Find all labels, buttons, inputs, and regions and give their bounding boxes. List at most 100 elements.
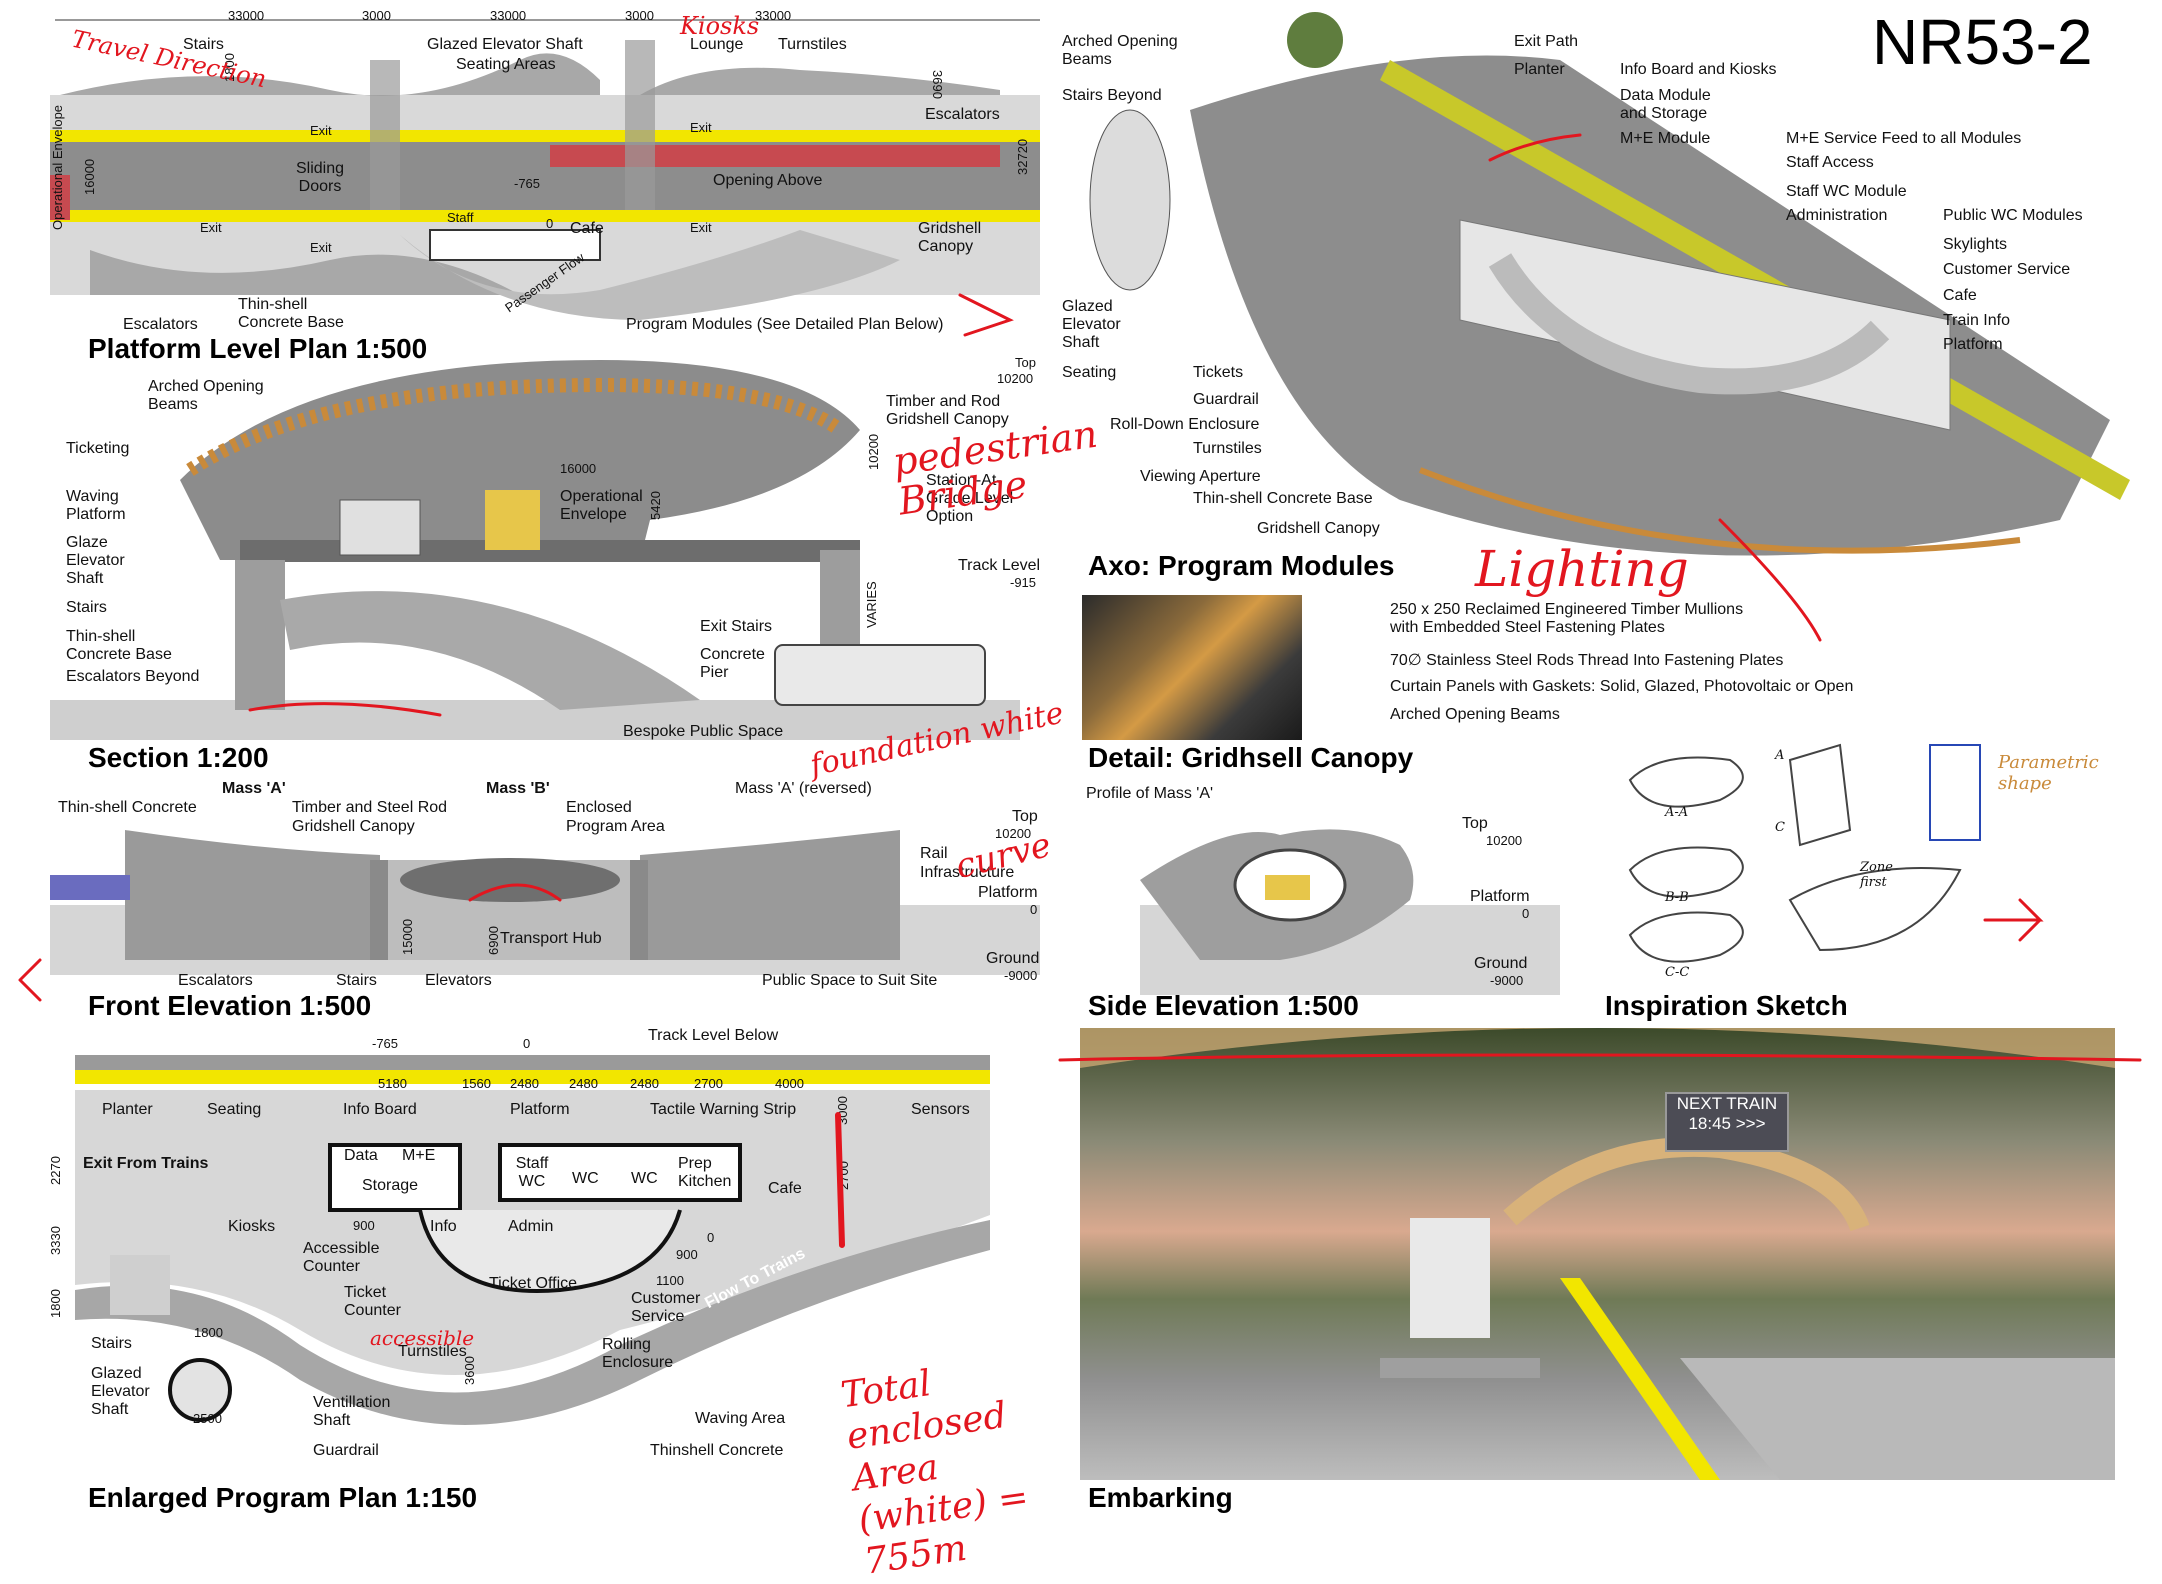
- sketch-label-a: A: [1775, 748, 1785, 763]
- front-elevation-drawing: [50, 830, 1040, 975]
- label-rail: Rail: [920, 845, 948, 862]
- label-m-e: M+E: [402, 1147, 436, 1164]
- label-staff: Staff: [447, 210, 474, 225]
- label-axo-platform: Platform: [1943, 336, 2003, 353]
- sketch-title: Inspiration Sketch: [1605, 990, 1848, 1021]
- label-station-at-grade: Station-At-Grade Level Option: [926, 472, 1014, 525]
- label-axo-train-info: Train Info: [1943, 312, 2010, 329]
- label-axo-data-module: Data Module and Storage: [1620, 87, 1711, 122]
- detail-title: Detail: Gridhsell Canopy: [1088, 742, 1414, 773]
- label-customer-service: Customer Service: [631, 1290, 701, 1325]
- label-planter: Planter: [102, 1101, 153, 1118]
- note-parametric-shape: Parametric shape: [1998, 752, 2099, 794]
- label-plan-turnstiles: Turnstiles: [398, 1343, 467, 1360]
- label-sliding-doors: Sliding Doors: [295, 160, 345, 195]
- program-plan-title: Enlarged Program Plan 1:150: [88, 1482, 478, 1513]
- label-exit-4: Exit: [690, 220, 712, 235]
- label-section-operational-envelope: Operational Envelope: [560, 488, 643, 523]
- label-mass-b: Mass 'B': [486, 780, 550, 797]
- platform-plan-title: Platform Level Plan 1:500: [88, 333, 428, 364]
- dim-1100: 1100: [656, 1273, 684, 1288]
- label-axo-arched-beams: Arched Opening Beams: [1062, 33, 1178, 68]
- label-rolling-enclosure: Rolling Enclosure: [602, 1336, 674, 1371]
- side-level-ground-name: Ground: [1474, 955, 1528, 972]
- side-level-top-value: 10200: [1486, 833, 1523, 848]
- label-track-level-below: Track Level Below: [648, 1027, 779, 1044]
- label-exit-5: Exit: [310, 240, 332, 255]
- label-axo-turnstiles: Turnstiles: [1193, 440, 1262, 457]
- label-plan-stairs: Stairs: [91, 1335, 132, 1352]
- label-exit-from-trains: Exit From Trains: [83, 1155, 209, 1172]
- label-mass-a: Mass 'A': [222, 780, 286, 797]
- label-axo-staff-access: Staff Access: [1786, 154, 1874, 171]
- note-accessible: accessible: [370, 1326, 475, 1350]
- label-thin-shell-concrete: Thin-shell Concrete: [58, 799, 197, 816]
- sketch-label-c: C: [1775, 820, 1785, 835]
- label-ventillation-shaft: Ventillation Shaft: [313, 1394, 391, 1429]
- embarking-title: Embarking: [1088, 1482, 1233, 1513]
- label-turnstiles: Turnstiles: [778, 36, 847, 53]
- label-profile-mass-a: Profile of Mass 'A': [1086, 785, 1214, 802]
- label-exit-2: Exit: [690, 120, 712, 135]
- side-elevation-title: Side Elevation 1:500: [1088, 990, 1359, 1021]
- label-public-space: Public Space to Suit Site: [762, 972, 938, 989]
- label-detail-rods: 70∅ Stainless Steel Rods Thread Into Fas…: [1390, 652, 1784, 669]
- dim-3000-a: 3000: [362, 8, 391, 23]
- dim-16000-section: 16000: [560, 461, 597, 476]
- level-top-name: Top: [1012, 808, 1038, 825]
- label-front-stairs: Stairs: [336, 972, 377, 989]
- label-plan-platform: Platform: [510, 1101, 570, 1118]
- dim-plan-zero-b: 0: [707, 1230, 715, 1245]
- label-thinshell-concrete: Thinshell Concrete: [650, 1442, 784, 1459]
- dim-2480-b: 2480: [569, 1076, 598, 1091]
- next-train-sign: NEXT TRAIN 18:45 >>>: [1665, 1092, 1789, 1152]
- label-waving-platform: Waving Platform: [66, 488, 126, 523]
- dim-2480-c: 2480: [630, 1076, 659, 1091]
- dim-plan-zero: 0: [523, 1036, 531, 1051]
- note-lighting: Lighting: [1475, 540, 1689, 598]
- label-exit-1: Exit: [310, 123, 332, 138]
- dim-900-b: 900: [676, 1247, 698, 1262]
- dim-3000-b: 3000: [625, 8, 654, 23]
- level-top-value: 10200: [995, 826, 1032, 841]
- dim-minus-765: -765: [514, 176, 541, 191]
- dim-33000-b: 33000: [490, 8, 527, 23]
- label-storage: Storage: [362, 1177, 419, 1194]
- label-axo-gridshell: Gridshell Canopy: [1257, 520, 1380, 537]
- dim-1800-plan: 1800: [194, 1325, 223, 1340]
- label-guardrail: Guardrail: [313, 1442, 379, 1459]
- label-detail-panels: Curtain Panels with Gaskets: Solid, Glaz…: [1390, 678, 1854, 695]
- dim-2500: 2500: [193, 1411, 222, 1426]
- level-ground-value: -9000: [1004, 968, 1038, 983]
- level-platform-name: Platform: [978, 884, 1038, 901]
- label-prep-kitchen: Prep Kitchen: [678, 1155, 732, 1190]
- sheet-drawings: [50, 12, 2130, 1425]
- label-axo-roll-down: Roll-Down Enclosure: [1110, 416, 1260, 433]
- label-axo-me-module: M+E Module: [1620, 130, 1711, 147]
- label-glaze-elevator-shaft: Glaze Elevator Shaft: [66, 534, 125, 587]
- label-info: Info: [430, 1218, 457, 1235]
- side-level-ground-value: -9000: [1490, 973, 1524, 988]
- sketch-label-zone: Zone first: [1860, 860, 1893, 890]
- label-wc-2: WC: [631, 1170, 658, 1187]
- axo-title: Axo: Program Modules: [1088, 550, 1395, 581]
- dim-33000-a: 33000: [228, 8, 265, 23]
- platform-plan-drawing: [50, 19, 1040, 320]
- label-arched-opening-beams: Arched Opening Beams: [148, 378, 264, 413]
- label-program-area: Program Area: [566, 818, 665, 835]
- label-axo-thin-shell: Thin-shell Concrete Base: [1193, 490, 1373, 507]
- sheet-code: NR53-2: [1872, 6, 2093, 78]
- label-mass-a-reversed: Mass 'A' (reversed): [735, 780, 872, 797]
- label-axo-customer-service: Customer Service: [1943, 261, 2071, 278]
- label-axo-planter: Planter: [1514, 61, 1565, 78]
- side-elevation-drawing: [1140, 829, 1560, 995]
- label-axo-administration: Administration: [1786, 207, 1888, 224]
- label-escalators-beyond: Escalators Beyond: [66, 668, 200, 685]
- label-ticketing: Ticketing: [66, 440, 130, 457]
- label-axo-guardrail: Guardrail: [1193, 391, 1259, 408]
- label-axo-stairs-beyond: Stairs Beyond: [1062, 87, 1162, 104]
- label-axo-seating: Seating: [1062, 364, 1117, 381]
- label-transport-hub: Transport Hub: [500, 930, 602, 947]
- label-axo-viewing-aperture: Viewing Aperture: [1140, 468, 1261, 485]
- dim-minus-915: -915: [1010, 575, 1037, 590]
